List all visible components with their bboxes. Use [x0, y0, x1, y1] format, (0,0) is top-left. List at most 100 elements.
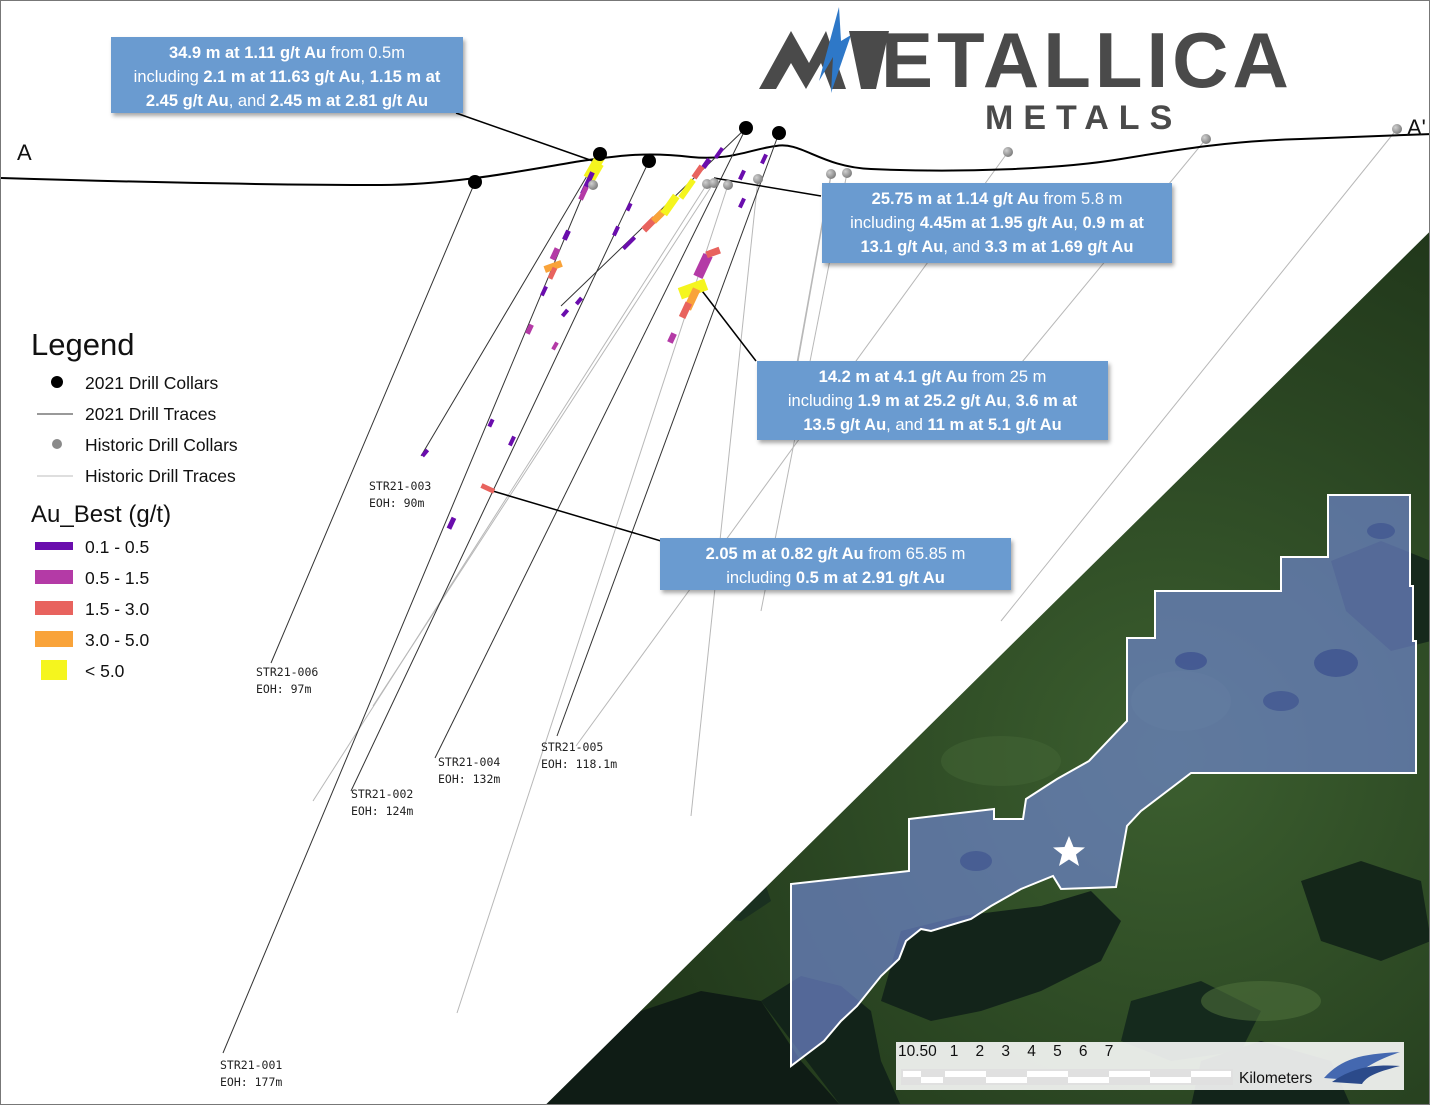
callout-text: ,	[1006, 392, 1016, 410]
project-location-star-icon	[1053, 836, 1085, 866]
callout-highlight: 0.9 m at	[1082, 214, 1144, 232]
historic-drill-collars	[588, 124, 1402, 190]
scale-unit: Kilometers	[1239, 1070, 1313, 1087]
callout-line: 2.45 g/t Au, and 2.45 m at 2.81 g/t Au	[119, 89, 455, 113]
callout-text: from 25 m	[967, 368, 1047, 386]
callout-highlight: 14.2 m at 4.1 g/t Au	[818, 368, 968, 386]
callout-highlight: 13.1 g/t Au	[860, 238, 944, 256]
callout-text: ,	[1073, 214, 1083, 232]
legend-item-historic-traces: Historic Drill Traces	[31, 464, 291, 495]
hole-id: STR21-006	[256, 665, 319, 679]
metallica-logo-icon	[759, 7, 889, 93]
callout-highlight: 2.45 m at 2.81 g/t Au	[270, 92, 429, 110]
callout-text: from 5.8 m	[1038, 190, 1123, 208]
grade-item: 3.0 - 5.0	[31, 628, 291, 659]
legend: Legend 2021 Drill Collars 2021 Drill Tra…	[31, 327, 291, 690]
grade-swatch	[35, 542, 73, 550]
hole-id: STR21-003	[369, 479, 432, 493]
scale-bar: 10.50 1 2 3 4 5 6 7 Kilometers	[896, 1042, 1404, 1090]
callout-highlight: 2.05 m at 0.82 g/t Au	[705, 545, 864, 563]
hole-eoh: EOH: 118.1m	[541, 757, 618, 771]
grade-item: 0.5 - 1.5	[31, 566, 291, 597]
hole-label-str21-001: STR21-001 EOH: 177m	[220, 1057, 282, 1091]
logo-subtitle: METALS	[985, 99, 1183, 137]
grade-swatch	[41, 660, 67, 680]
grade-label: 1.5 - 3.0	[85, 599, 150, 619]
callout-line: including 4.45m at 1.95 g/t Au, 0.9 m at	[830, 211, 1164, 235]
claim-boundary	[790, 494, 1417, 1069]
callout-highlight: 34.9 m at 1.11 g/t Au	[169, 44, 327, 62]
grey-line-icon	[37, 475, 73, 477]
topography-line	[1, 133, 1429, 187]
callout-line: 14.2 m at 4.1 g/t Au from 25 m	[765, 365, 1100, 389]
callout-line: 13.1 g/t Au, and 3.3 m at 1.69 g/t Au	[830, 235, 1164, 259]
hole-label-str21-005: STR21-005 EOH: 118.1m	[541, 739, 617, 773]
legend-item-drill-traces: 2021 Drill Traces	[31, 402, 291, 433]
hole-id: STR21-001	[220, 1058, 283, 1072]
hole-label-str21-006: STR21-006 EOH: 97m	[256, 664, 318, 698]
hole-id: STR21-004	[438, 755, 501, 769]
hole-eoh: EOH: 90m	[369, 496, 425, 510]
satellite-inset	[543, 229, 1429, 1104]
legend-item-historic-collars: Historic Drill Collars	[31, 433, 291, 464]
callout-highlight: 2.45 g/t Au	[145, 92, 229, 110]
callout-highlight: 3.3 m at 1.69 g/t Au	[984, 238, 1134, 256]
callout-text: , and	[886, 416, 928, 434]
callout-line: including 0.5 m at 2.91 g/t Au	[668, 566, 1003, 590]
hole-eoh: EOH: 177m	[220, 1075, 283, 1089]
legend-label: Historic Drill Collars	[85, 435, 238, 455]
grade-label: 3.0 - 5.0	[85, 630, 150, 650]
callout-highlight: 1.15 m at	[369, 68, 441, 86]
callout-highlight: 25.75 m at 1.14 g/t Au	[871, 190, 1039, 208]
hole-label-str21-003: STR21-003 EOH: 90m	[369, 478, 431, 512]
callout-text: , and	[228, 92, 271, 110]
grade-legend-title: Au_Best (g/t)	[31, 501, 172, 528]
callout-text: ,	[360, 68, 370, 86]
callout-line: 2.05 m at 0.82 g/t Au from 65.85 m	[668, 542, 1003, 566]
hole-label-str21-002: STR21-002 EOH: 124m	[351, 786, 413, 820]
callout-highlight: 11 m at 5.1 g/t Au	[927, 416, 1062, 434]
grade-swatch	[35, 631, 73, 647]
grade-label: < 5.0	[85, 661, 125, 681]
callout-line: 25.75 m at 1.14 g/t Au from 5.8 m	[830, 187, 1164, 211]
callout-highlight: 13.5 g/t Au	[803, 416, 887, 434]
hole-eoh: EOH: 97m	[256, 682, 312, 696]
company-wave-icon	[1324, 1052, 1400, 1084]
black-dot-icon	[51, 376, 63, 388]
section-start-label: A	[17, 140, 32, 165]
drill-collars-2021	[468, 121, 786, 189]
callout-leaders	[455, 112, 822, 542]
callout-highlight: 1.9 m at 25.2 g/t Au	[857, 392, 1007, 410]
legend-label: 2021 Drill Traces	[85, 404, 217, 424]
callout-line: including 1.9 m at 25.2 g/t Au, 3.6 m at	[765, 389, 1100, 413]
legend-item-drill-collars: 2021 Drill Collars	[31, 371, 291, 402]
section-end-label: A'	[1407, 115, 1426, 140]
inset-border	[543, 229, 1429, 1104]
callout-text: including	[133, 68, 204, 86]
grade-item: 0.1 - 0.5	[31, 535, 291, 566]
callout-text: including	[726, 569, 796, 587]
callout-text: , and	[943, 238, 985, 256]
grade-item: 1.5 - 3.0	[31, 597, 291, 628]
grade-label: 0.1 - 0.5	[85, 537, 150, 557]
callout-line: including 2.1 m at 11.63 g/t Au, 1.15 m …	[119, 65, 455, 89]
grade-label: 0.5 - 1.5	[85, 568, 150, 588]
grey-dot-icon	[52, 439, 62, 449]
grade-intervals	[420, 146, 768, 530]
callout-highlight: 2.1 m at 11.63 g/t Au	[203, 68, 361, 86]
grade-swatch	[35, 601, 73, 615]
callout-text: including	[787, 392, 858, 410]
logo-wordmark: ETALLICA	[881, 16, 1293, 104]
hole-eoh: EOH: 124m	[351, 804, 414, 818]
callout-text: including	[850, 214, 920, 232]
hole-id: STR21-002	[351, 787, 414, 801]
black-line-icon	[37, 413, 73, 415]
callout-highlight: 0.5 m at 2.91 g/t Au	[795, 569, 945, 587]
drill-traces-2021	[222, 127, 780, 1054]
callout-line: 34.9 m at 1.11 g/t Au from 0.5m	[119, 41, 455, 65]
